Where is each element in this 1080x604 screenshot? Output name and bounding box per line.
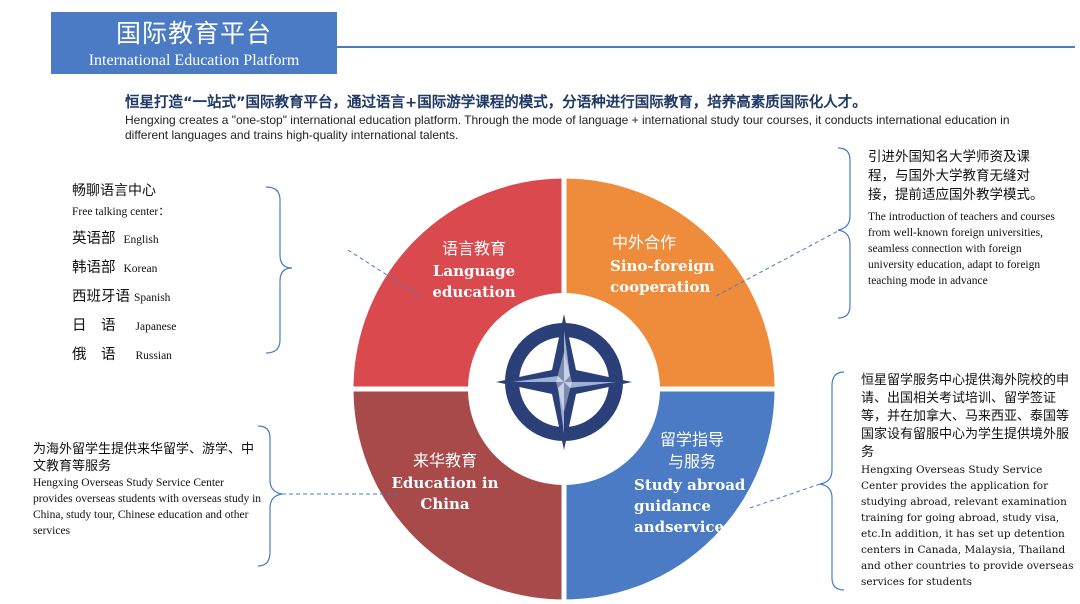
china-detail-en: Hengxing Overseas Study Service Center p… xyxy=(33,477,262,537)
connector-coop xyxy=(715,230,839,297)
segment-abroad-en1: Study abroad xyxy=(634,476,746,494)
brace-coop xyxy=(837,147,851,319)
segment-coop-cn: 中外合作 xyxy=(612,233,676,252)
china-detail-cn: 为海外留学生提供来华留学、游学、中文教育等服务 xyxy=(33,442,255,474)
segment-china-en1: Education in xyxy=(391,474,498,492)
brace-language xyxy=(265,186,293,354)
coop-detail-block: 引进外国知名大学师资及课程，与国外大学教育无缝对接，提前适应国外教学模式。 Th… xyxy=(868,148,1068,289)
abroad-detail-en: Hengxing Overseas Study Service Center p… xyxy=(861,464,1074,588)
language-center-subtitle: Free talking center： xyxy=(72,206,170,218)
segment-language-cn: 语言教育 xyxy=(442,239,506,258)
brace-abroad xyxy=(819,371,845,591)
segment-abroad-en3: andservice xyxy=(634,518,724,536)
china-detail-block: 为海外留学生提供来华留学、游学、中文教育等服务 Hengxing Oversea… xyxy=(33,441,263,539)
connector-language xyxy=(347,249,421,297)
connector-abroad xyxy=(749,483,821,509)
segment-abroad-en2: guidance xyxy=(634,497,711,515)
coop-detail-cn: 引进外国知名大学师资及课程，与国外大学教育无缝对接，提前适应国外教学模式。 xyxy=(868,149,1044,203)
abroad-detail-block: 恒星留学服务中心提供海外院校的申请、出国相关考试培训、留学签证等，并在加拿大、马… xyxy=(861,372,1077,590)
abroad-detail-cn: 恒星留学服务中心提供海外院校的申请、出国相关考试培训、留学签证等，并在加拿大、马… xyxy=(861,373,1070,460)
segment-coop-en1: Sino-foreign xyxy=(610,257,715,275)
coop-detail-en: The introduction of teachers and courses… xyxy=(868,211,1055,287)
headline-chinese: 恒星打造“一站式”国际教育平台，通过语言+国际游学课程的模式，分语种进行国际教育… xyxy=(125,95,867,111)
page-subtitle: International Education Platform xyxy=(88,52,300,69)
segment-abroad-cn1: 留学指导 xyxy=(660,430,724,449)
segment-china-en2: China xyxy=(420,495,469,513)
segment-coop-en2: cooperation xyxy=(610,278,710,296)
page-title: 国际教育平台 xyxy=(115,19,272,48)
segment-language-en1: Language xyxy=(433,262,515,280)
segment-china-cn: 来华教育 xyxy=(413,451,477,470)
segment-abroad-cn2: 与服务 xyxy=(668,452,716,471)
segment-language-en2: education xyxy=(432,283,515,301)
language-center-title: 畅聊语言中心 xyxy=(72,183,156,199)
page-title-box: 国际教育平台 International Education Platform xyxy=(51,12,337,74)
compass-star-icon xyxy=(496,314,632,450)
headline-english: Hengxing creates a "one-stop" internatio… xyxy=(125,113,1010,142)
title-underline xyxy=(51,46,1075,48)
